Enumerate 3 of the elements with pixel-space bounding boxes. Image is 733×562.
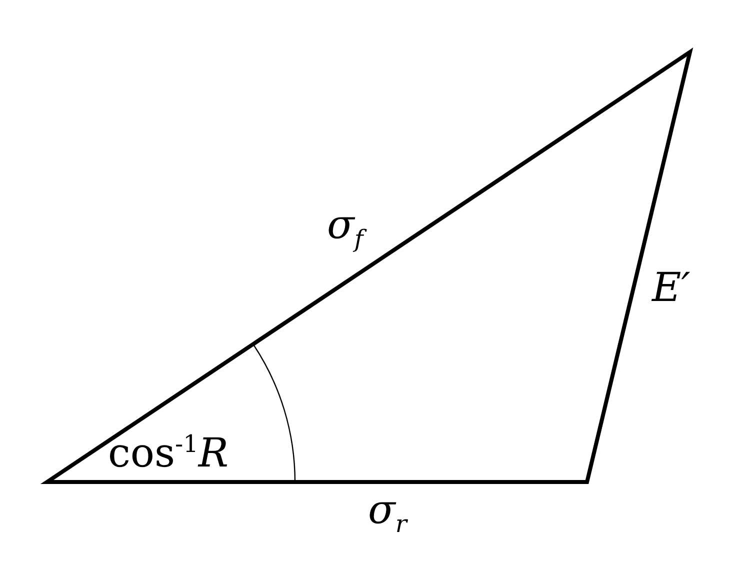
angle-label: cos$^{-1}$R <box>108 432 229 474</box>
side-label: σ$_{r}$ <box>368 490 407 536</box>
side-label: E′ <box>652 268 690 308</box>
